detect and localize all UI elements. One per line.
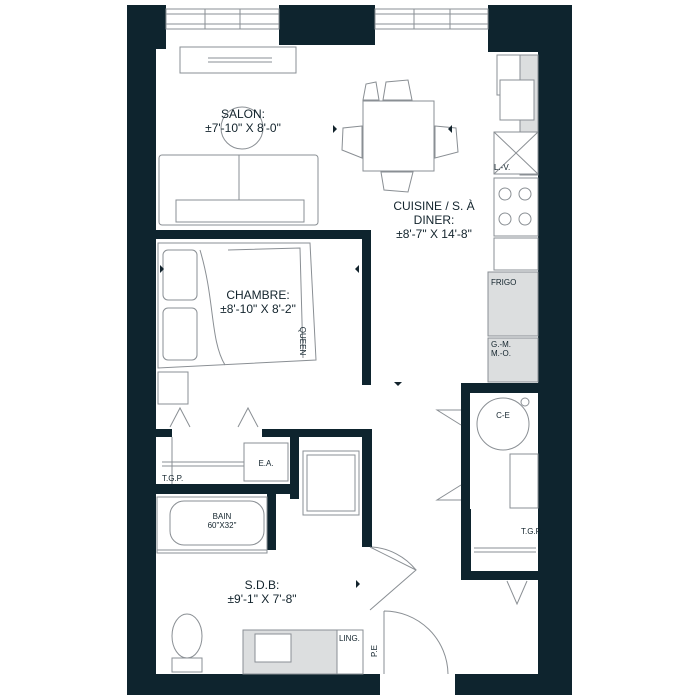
table	[362, 100, 435, 172]
windows	[165, 8, 489, 30]
storage-unit	[302, 450, 360, 516]
sink	[499, 79, 535, 121]
bathroom-fixtures	[156, 450, 364, 675]
wall-top-middle	[279, 5, 375, 45]
window-right	[374, 8, 489, 30]
coffee-table	[220, 106, 264, 150]
tv-console	[179, 46, 297, 74]
microwave-box	[487, 337, 539, 383]
salon-furniture	[158, 46, 319, 226]
pe-label: P.E	[370, 645, 379, 657]
interior-walls	[156, 230, 538, 580]
linen-label: LING.	[339, 634, 360, 643]
closet-bedroom-label: T.G.P.	[162, 474, 183, 483]
wall-closet-top-left	[156, 429, 172, 437]
fridge-label: FRIGO	[491, 278, 516, 287]
bedroom-closet	[162, 406, 289, 484]
fixture-labels: L.-V. FRIGO G.-M. M.-O. C-E T.G.P. E.A. …	[162, 163, 542, 657]
kitchen-name: CUISINE / S. À	[393, 198, 474, 213]
dining-table	[341, 79, 459, 193]
salon-dims: ±7'-10" X 8'-0"	[205, 121, 281, 135]
chair-bottom	[380, 171, 414, 193]
laundry-unit	[509, 453, 539, 509]
vanity-sink	[254, 633, 292, 663]
pillow-bottom	[162, 307, 198, 361]
chair-left	[341, 125, 363, 159]
chair-top-left	[362, 81, 380, 101]
wall-bottom-right	[455, 674, 572, 695]
wall-ce-top	[461, 383, 538, 393]
counter-lower	[493, 237, 539, 271]
microwave-label-2: M.-O.	[491, 349, 511, 358]
salon-name: SALON:	[221, 107, 265, 121]
closet-entry-label: T.G.P.	[521, 527, 542, 536]
nightstand	[157, 371, 189, 405]
toilet-bowl	[171, 613, 203, 659]
chair-right	[434, 125, 459, 159]
kitchen-dims: ±8'-7" X 14'-8"	[396, 227, 472, 241]
bath-label-2: 60"X32"	[208, 521, 237, 530]
wall-bath-divider	[267, 494, 276, 550]
wall-bath-top	[156, 484, 299, 494]
electrical-panel	[243, 442, 289, 482]
kitchen-counter	[487, 54, 539, 383]
stove	[493, 177, 539, 237]
bath-door	[369, 546, 417, 611]
entry-door	[383, 610, 449, 675]
wall-tgp-bottom	[461, 571, 538, 580]
wall-tgp-left	[461, 509, 471, 580]
bathtub	[156, 496, 268, 554]
bed	[157, 242, 317, 405]
chair-top-right	[382, 79, 413, 101]
ce-door-1	[435, 409, 462, 426]
window-left	[165, 8, 280, 30]
wall-bottom-left	[127, 674, 380, 695]
markers	[160, 125, 452, 588]
wall-bedroom-top	[156, 230, 371, 239]
water-heater	[476, 397, 530, 451]
fridge-box	[487, 271, 539, 337]
bathroom-dims: ±9'-1" X 7'-8"	[227, 592, 296, 606]
wall-stub-right	[362, 429, 372, 547]
wall-closet-top-right	[262, 429, 372, 437]
kitchen-name-2: DINER:	[414, 213, 455, 227]
exterior-walls	[127, 5, 572, 695]
doors	[369, 397, 539, 675]
wall-closet-right	[290, 429, 299, 499]
microwave-label-1: G.-M.	[491, 340, 511, 349]
toilet-tank	[171, 657, 203, 673]
linen-cabinet	[336, 629, 364, 675]
wall-bedroom-right	[362, 230, 371, 385]
bedroom-name: CHAMBRE:	[226, 288, 289, 302]
wall-left	[127, 5, 156, 695]
dishwasher-label: L.-V.	[494, 163, 510, 172]
bed-label: QUEEN	[298, 327, 307, 356]
wall-right	[538, 5, 572, 695]
pillow-top	[162, 249, 198, 301]
wall-ce-left	[461, 383, 470, 509]
ce-door-2	[435, 484, 462, 501]
bath-label-1: BAIN	[213, 512, 232, 521]
entry-closet	[474, 547, 536, 606]
electrical-label: E.A.	[258, 459, 273, 468]
bedroom-dims: ±8'-10" X 8'-2"	[220, 302, 296, 316]
bathroom-name: S.D.B:	[245, 578, 280, 592]
room-labels: SALON: ±7'-10" X 8'-0" CUISINE / S. À DI…	[205, 107, 475, 606]
water-heater-label: C-E	[496, 411, 510, 420]
